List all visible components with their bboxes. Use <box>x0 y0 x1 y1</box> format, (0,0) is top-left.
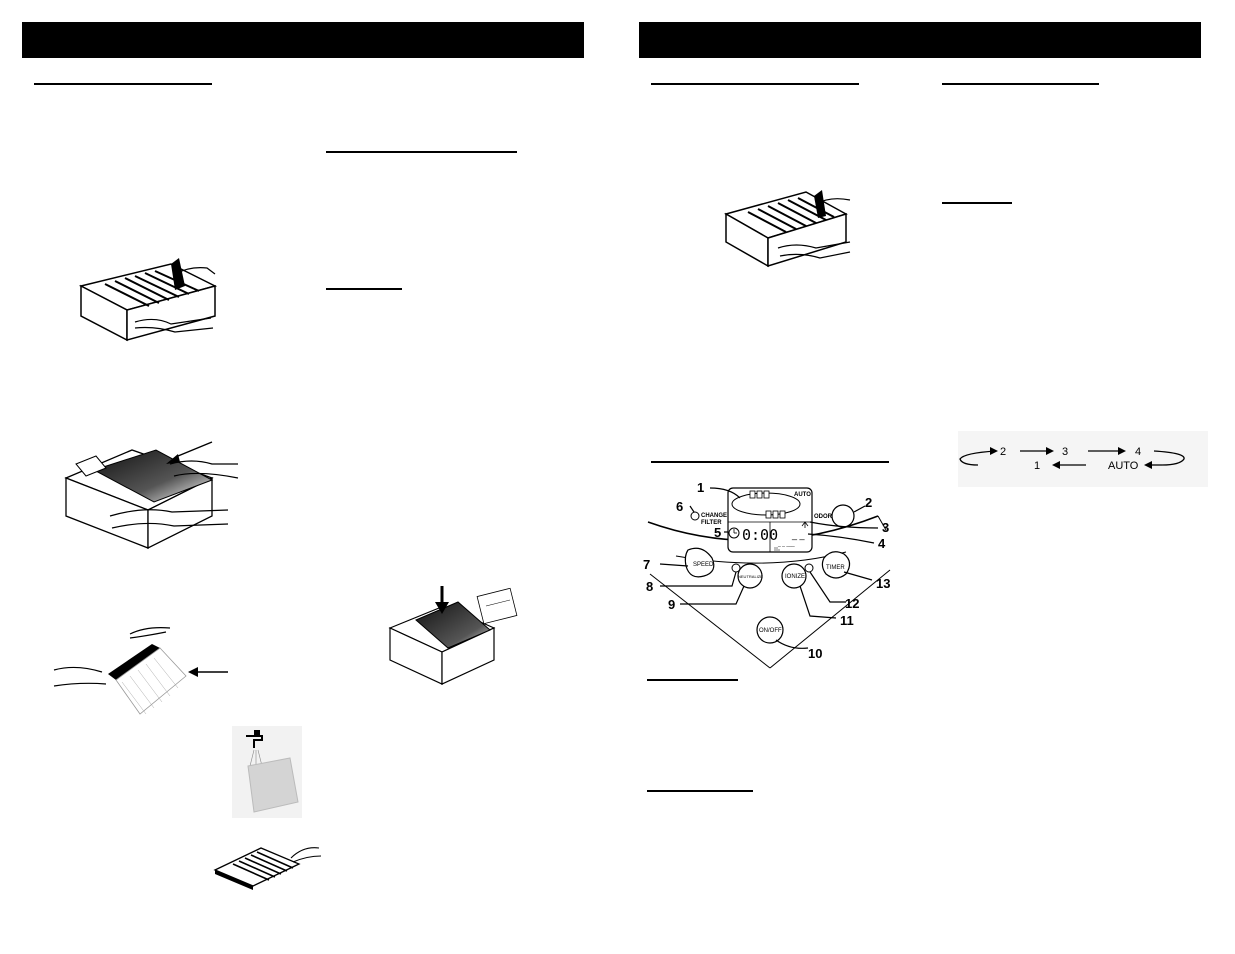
ionize-indicator <box>804 563 814 573</box>
left-heading-underline <box>34 83 212 85</box>
change-filter-indicator <box>690 511 700 521</box>
sequence-bottom-0: 1 <box>1034 460 1040 472</box>
callout-4: 4 <box>878 536 886 551</box>
sequence-top-1: 3 <box>1062 446 1068 458</box>
sequence-bottom-1: AUTO <box>1108 460 1139 472</box>
sequence-top-2: 4 <box>1135 446 1141 458</box>
change-filter-line1: CHANGE <box>701 513 727 519</box>
callout-9: 9 <box>668 597 675 612</box>
callout-7: 7 <box>643 557 650 572</box>
control-panel-heading-underline <box>651 461 889 463</box>
sequence-top-0: 2 <box>1000 446 1006 458</box>
right-subheading-underline-5 <box>647 790 753 792</box>
callout-8: 8 <box>646 579 653 594</box>
grille-reinstall-illustration <box>213 847 322 890</box>
on-off-button[interactable]: ON/OFF <box>756 616 784 644</box>
control-panel-diagram: AUTO 0:00 _ _ _ _ ___ ODOR CHANGE FILTER… <box>640 476 900 672</box>
ionize-button[interactable]: IONIZE <box>781 563 814 589</box>
callout-11: 11 <box>840 613 854 628</box>
timer-button[interactable]: TIMER <box>821 551 851 579</box>
callout-5: 5 <box>714 525 721 540</box>
odor-label: ODOR <box>814 514 833 520</box>
speed-button[interactable]: SPEED <box>684 547 715 578</box>
right-heading-underline-2 <box>942 83 1099 85</box>
callout-13: 13 <box>876 576 890 591</box>
left-subheading-underline-2 <box>326 288 402 290</box>
callout-2: 2 <box>865 495 872 510</box>
callout-6: 6 <box>676 499 683 514</box>
filter-insert-illustration <box>388 586 518 685</box>
prefilter-lift-illustration <box>53 627 228 715</box>
callout-12: 12 <box>845 596 859 611</box>
odor-bars-icon <box>774 547 780 551</box>
right-subheading-underline-4 <box>647 679 738 681</box>
neutralize-button-label: NEUTRALIZE <box>738 574 763 579</box>
right-page-header-bar <box>639 22 1201 58</box>
ion-icon <box>801 521 809 528</box>
auto-label: AUTO <box>794 492 811 498</box>
speed-button-label: SPEED <box>693 562 714 568</box>
svg-text:_ _ ___: _ _ ___ <box>777 542 795 548</box>
svg-text:_ _: _ _ <box>791 530 806 540</box>
odor-sensor <box>831 504 855 528</box>
change-filter-line2: FILTER <box>701 520 722 526</box>
grille-removal-illustration <box>78 258 218 342</box>
rinse-filter-illustration <box>232 726 302 818</box>
right-subheading-underline-3 <box>942 202 1012 204</box>
on-off-button-label: ON/OFF <box>759 628 782 634</box>
right-heading-underline-1 <box>651 83 859 85</box>
neutralize-button[interactable]: NEUTRALIZE <box>731 563 763 589</box>
timer-button-label: TIMER <box>826 565 845 571</box>
speed-sequence-diagram: 2 3 4 1 AUTO <box>958 431 1208 487</box>
timer-display: 0:00 <box>742 526 778 544</box>
ionize-button-label: IONIZE <box>785 574 805 580</box>
prefilter-removal-illustration <box>64 441 239 550</box>
callout-3: 3 <box>882 520 889 535</box>
callout-1: 1 <box>697 480 704 495</box>
left-subheading-underline-1 <box>326 151 517 153</box>
left-page-header-bar <box>22 22 584 58</box>
grille-removal-illustration-right <box>724 190 851 268</box>
callout-10: 10 <box>808 646 822 661</box>
